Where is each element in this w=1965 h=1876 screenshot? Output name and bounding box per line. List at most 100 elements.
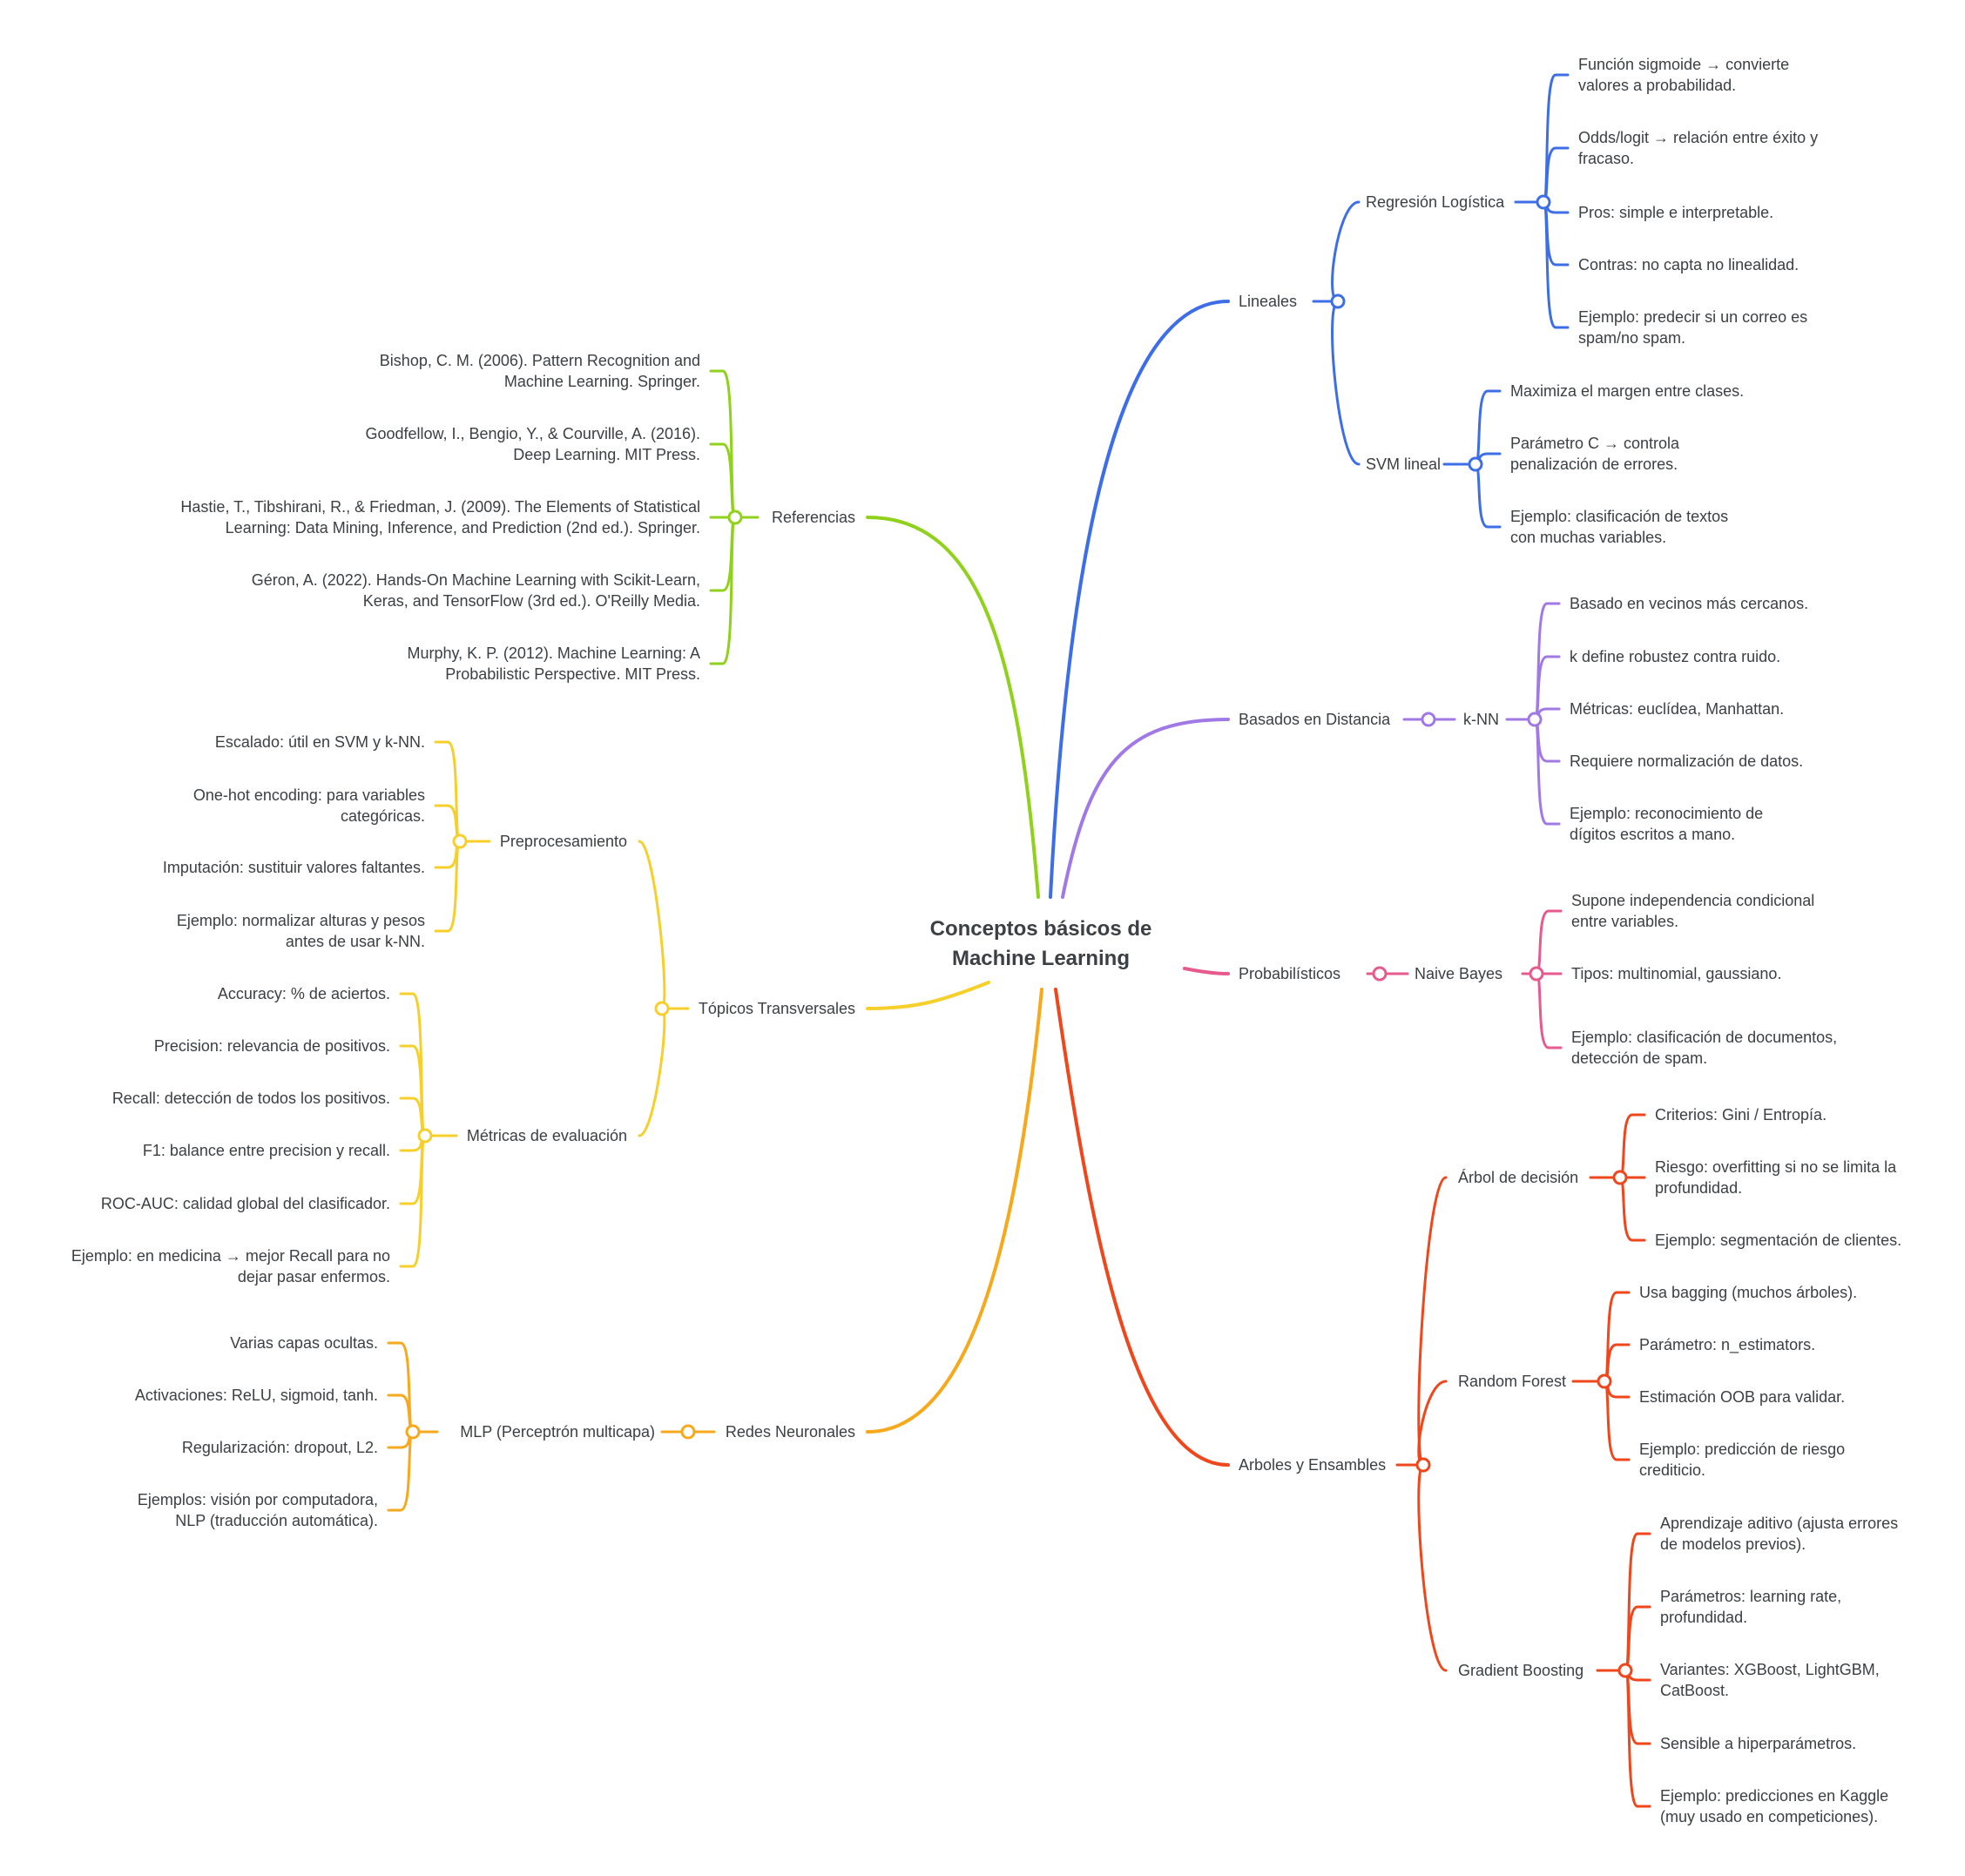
knn-connector	[1533, 718, 1561, 826]
naive-bayes-label[interactable]: Naive Bayes	[1415, 965, 1503, 982]
regresion-logistica-label[interactable]: Regresión Logística	[1366, 193, 1505, 211]
naive-bayes-connector	[1535, 909, 1563, 975]
metricas-evaluacion-item: F1: balance entre precision y recall.	[142, 1142, 390, 1159]
gradient-boosting-item: Variantes: XGBoost, LightGBM, CatBoost.	[1660, 1661, 1880, 1699]
gradient-boosting-item: Parámetros: learning rate, profundidad.	[1660, 1588, 1842, 1626]
distancia-node[interactable]	[1421, 712, 1436, 727]
branch-arboles-line	[1054, 988, 1230, 1467]
metricas-evaluacion-item: Recall: detección de todos los positivos…	[111, 1090, 390, 1107]
svm-lineal-node[interactable]	[1468, 456, 1483, 472]
svm-lineal-item: Ejemplo: clasificación de textos con muc…	[1510, 508, 1729, 546]
topicos-node[interactable]	[654, 1001, 670, 1016]
branch-lineales-line	[1049, 300, 1230, 899]
random-forest-item: Usa bagging (muchos árboles).	[1639, 1284, 1858, 1301]
gradient-boosting-item: Sensible a hiperparámetros.	[1660, 1735, 1857, 1752]
referencias-item: Murphy, K. P. (2012). Machine Learning: …	[407, 644, 700, 683]
svm-lineal-connector	[1474, 462, 1502, 529]
topicos-to-metricas	[638, 1007, 666, 1137]
topicos-to-prepro	[638, 840, 666, 1010]
mlp-label[interactable]: MLP (Perceptrón multicapa)	[460, 1423, 655, 1441]
metricas-evaluacion-item: Ejemplo: en medicina → mejor Recall para…	[71, 1247, 390, 1286]
referencias-item: Hastie, T., Tibshirani, R., & Friedman, …	[180, 498, 700, 536]
referencias-item: Géron, A. (2022). Hands-On Machine Learn…	[251, 571, 700, 610]
branch-distancia-label[interactable]: Basados en Distancia	[1239, 711, 1391, 728]
branch-probabilisticos-label[interactable]: Probabilísticos	[1239, 965, 1341, 982]
metricas-evaluacion-label[interactable]: Métricas de evaluación	[466, 1127, 627, 1144]
regresion-logistica-item: Pros: simple e interpretable.	[1578, 204, 1774, 221]
knn-item: k define robustez contra ruido.	[1570, 648, 1781, 665]
metricas-evaluacion-item: Precision: relevancia de positivos.	[153, 1037, 390, 1055]
random-forest-item: Ejemplo: predicción de riesgo crediticio…	[1639, 1441, 1846, 1479]
mlp-item: Ejemplos: visión por computadora, NLP (t…	[137, 1491, 378, 1529]
random-forest-label[interactable]: Random Forest	[1458, 1373, 1567, 1390]
arbol-decision-connector	[1618, 1113, 1646, 1179]
knn-node[interactable]	[1527, 712, 1543, 727]
arboles-node[interactable]	[1415, 1457, 1431, 1473]
lineales-node[interactable]	[1330, 294, 1346, 309]
knn-item: Requiere normalización de datos.	[1570, 752, 1804, 770]
regresion-logistica-item: Odds/logit → relación entre éxito y frac…	[1578, 129, 1819, 167]
arbol-decision-node[interactable]	[1612, 1170, 1628, 1185]
branch-topicos-label[interactable]: Tópicos Transversales	[698, 1000, 855, 1017]
branch-redes-line	[866, 988, 1043, 1434]
lineales-to-regresion	[1331, 200, 1361, 303]
knn-item: Basado en vecinos más cercanos.	[1570, 595, 1809, 612]
arbol-decision-item: Ejemplo: segmentación de clientes.	[1655, 1232, 1902, 1249]
metricas-evaluacion-node[interactable]	[417, 1128, 433, 1144]
gradient-boosting-label[interactable]: Gradient Boosting	[1458, 1662, 1584, 1679]
regresion-logistica-node[interactable]	[1536, 194, 1551, 210]
gradient-boosting-item: Aprendizaje aditivo (ajusta errores de m…	[1660, 1515, 1899, 1553]
probabilisticos-node[interactable]	[1372, 966, 1388, 982]
knn-item: Ejemplo: reconocimiento de dígitos escri…	[1570, 805, 1764, 843]
gradient-boosting-node[interactable]	[1617, 1663, 1633, 1678]
regresion-logistica-item: Función sigmoide → convierte valores a p…	[1578, 56, 1790, 94]
mlp-connector	[387, 1430, 415, 1512]
lineales-to-svm	[1331, 300, 1361, 466]
knn-label[interactable]: k-NN	[1463, 711, 1499, 728]
preprocesamiento-node[interactable]	[452, 833, 468, 849]
redes-node[interactable]	[680, 1424, 696, 1440]
regresion-logistica-item: Ejemplo: predecir si un correo es spam/n…	[1578, 308, 1808, 347]
random-forest-item: Parámetro: n_estimators.	[1639, 1336, 1816, 1353]
arbol-decision-label[interactable]: Árbol de decisión	[1458, 1169, 1579, 1186]
gradient-boosting-connector	[1624, 1669, 1651, 1808]
mlp-item: Varias capas ocultas.	[230, 1334, 378, 1352]
mlp-item: Regularización: dropout, L2.	[181, 1439, 378, 1456]
arboles-to-rf	[1417, 1380, 1448, 1467]
svm-lineal-item: Parámetro C → controla penalización de e…	[1510, 435, 1680, 473]
arboles-to-gb	[1417, 1463, 1448, 1672]
branch-arboles-label[interactable]: Arboles y Ensambles	[1239, 1456, 1387, 1474]
arbol-decision-item: Riesgo: overfitting si no se limita la p…	[1655, 1158, 1897, 1197]
random-forest-node[interactable]	[1597, 1373, 1612, 1389]
branch-topicos-line	[866, 981, 990, 1010]
naive-bayes-item: Supone independencia condicional entre v…	[1571, 892, 1815, 930]
svm-lineal-item: Maximiza el margen entre clases.	[1510, 382, 1745, 400]
referencias-item: Bishop, C. M. (2006). Pattern Recognitio…	[379, 352, 700, 390]
arbol-decision-item: Criterios: Gini / Entropía.	[1655, 1106, 1827, 1124]
random-forest-connector	[1603, 1380, 1631, 1461]
naive-bayes-node[interactable]	[1529, 966, 1544, 982]
branch-distancia-line	[1061, 718, 1230, 899]
branch-referencias-label[interactable]: Referencias	[771, 509, 855, 526]
knn-item: Métricas: euclídea, Manhattan.	[1570, 700, 1785, 718]
preprocesamiento-item: Escalado: útil en SVM y k-NN.	[214, 733, 425, 751]
preprocesamiento-item: Ejemplo: normalizar alturas y pesos ante…	[176, 912, 425, 950]
mlp-node[interactable]	[405, 1424, 421, 1440]
svm-lineal-label[interactable]: SVM lineal	[1366, 456, 1442, 473]
branch-redes-label[interactable]: Redes Neuronales	[725, 1423, 855, 1441]
gradient-boosting-item: Ejemplo: predicciones en Kaggle (muy usa…	[1660, 1787, 1889, 1825]
branch-lineales-label[interactable]: Lineales	[1239, 293, 1298, 310]
naive-bayes-item: Ejemplo: clasificación de documentos, de…	[1571, 1029, 1838, 1067]
referencias-node[interactable]	[727, 509, 743, 525]
regresion-logistica-item: Contras: no capta no linealidad.	[1578, 256, 1800, 273]
mlp-item: Activaciones: ReLU, sigmoid, tanh.	[134, 1387, 378, 1404]
arbol-decision-connector	[1618, 1176, 1646, 1242]
metricas-evaluacion-connector	[399, 1134, 427, 1268]
naive-bayes-item: Tipos: multinomial, gaussiano.	[1571, 965, 1782, 982]
metricas-evaluacion-item: Accuracy: % de aciertos.	[217, 985, 390, 1002]
central-topic: Conceptos básicos de Machine Learning	[929, 917, 1152, 970]
referencias-item: Goodfellow, I., Bengio, Y., & Courville,…	[365, 425, 700, 463]
branch-referencias-line	[866, 516, 1040, 899]
preprocesamiento-label[interactable]: Preprocesamiento	[499, 833, 627, 850]
